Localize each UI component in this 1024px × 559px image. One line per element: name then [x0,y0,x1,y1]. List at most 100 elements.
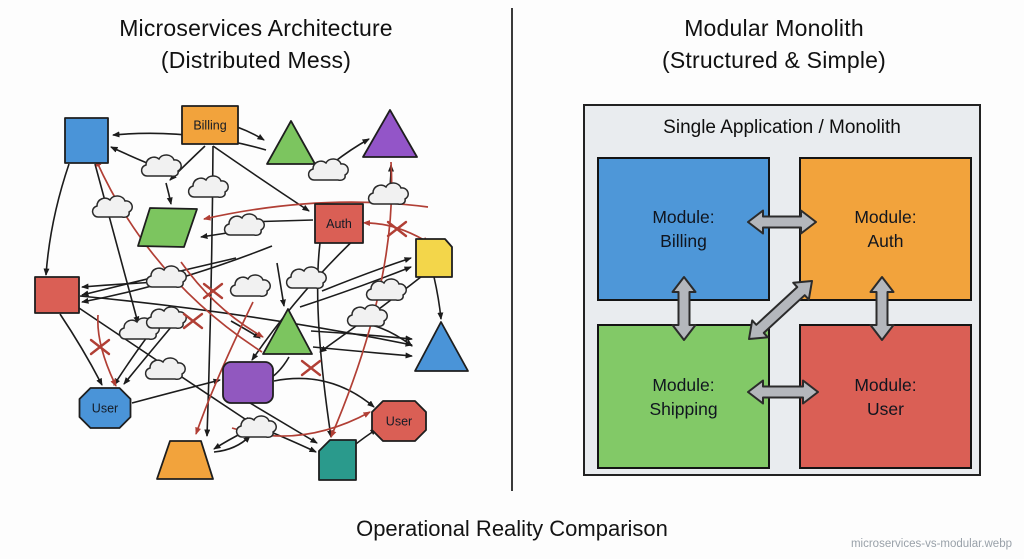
edge-black [169,145,206,181]
edge-black [319,261,441,353]
edge-black [112,131,267,151]
edge-black [270,431,317,453]
edge-black [212,145,310,212]
edge-black [245,218,314,225]
edge-red [180,261,264,338]
mess-failure-marks [89,220,408,377]
module-user-line1: Module: [854,374,917,395]
edge-black [165,182,173,205]
edge-black [213,430,247,450]
user-octagon-blue [78,387,132,429]
edge-black [251,230,364,361]
module-auth-line2: Auth [867,231,904,251]
failure-x-icon [386,220,408,238]
left-title-line2: (Distributed Mess) [160,47,352,73]
cloud-icon [145,265,187,288]
right-panel-title: Modular Monolith (Structured & Simple) [524,12,1024,76]
edge-black [276,262,286,307]
cloud-icon [229,274,271,297]
cloud-icon [223,213,265,236]
edge-black [249,402,318,444]
teal-pentagon [318,439,357,481]
edge-black [213,435,251,453]
edge-black [110,146,148,164]
cloud-icon [367,182,409,205]
auth-box-label: Auth [326,217,352,231]
module-user-line2: User [867,398,904,419]
failure-x-icon [182,312,204,330]
cloud-icon [346,304,388,327]
failure-x-icon [89,338,111,356]
green-triangle-top [266,120,316,165]
cloud-icon [144,357,186,380]
module-shipping: Module:Shipping [597,324,770,469]
edge-black [230,320,261,339]
edge-red [95,159,263,353]
cloud-icon [307,158,349,181]
filename-watermark: microservices-vs-modular.webp [850,538,1012,550]
cloud-icon [91,195,133,218]
edge-black [113,332,151,386]
edge-black [433,276,444,320]
edge-red [362,220,430,244]
module-shipping-line2: Shipping [649,398,718,419]
right-title-line1: Modular Monolith [684,15,864,41]
module-billing-line2: Billing [660,231,707,251]
left-title-line1: Microservices Architecture [119,15,393,41]
green-triangle-bottom [262,308,313,355]
red-square [34,276,80,314]
edge-black [59,313,103,386]
green-parallelogram [137,207,198,248]
edge-red [96,314,117,387]
edge-black [204,145,214,437]
mess-edges [43,126,444,453]
module-billing-line1: Module: [652,207,715,227]
edge-black [370,324,413,347]
user-octagon-red-label: User [386,415,412,429]
billing-box-label: Billing [193,119,226,133]
right-title-line2: (Structured & Simple) [661,47,887,73]
edge-black [273,377,375,408]
billing-box [181,105,239,145]
module-auth-line1: Module: [854,207,917,227]
edge-black [236,126,265,141]
cloud-icon [140,154,182,177]
mess-clouds [91,154,409,438]
edge-black [312,346,413,359]
figure-caption: Operational Reality Comparison [356,516,668,541]
edge-black [310,330,413,342]
edge-black [43,163,70,276]
yellow-note [415,238,453,278]
module-auth: Module: Auth [799,157,972,301]
edge-red [195,301,254,435]
failure-x-icon [300,359,322,377]
edge-black [81,281,159,290]
edge-black [94,163,140,324]
cloud-icon [285,266,327,289]
monolith-label: Single Application / Monolith [663,117,901,138]
edge-black [236,356,290,390]
edge-black [123,325,173,385]
cloud-icon [145,306,187,329]
failure-x-icon [202,282,224,300]
cloud-icon [187,175,229,198]
user-octagon-red [371,400,427,442]
edge-black [78,307,252,424]
cloud-icon [235,415,277,438]
edge-black [332,138,370,164]
edge-black [79,295,413,347]
left-panel-title: Microservices Architecture (Distributed … [0,12,512,76]
purple-triangle [362,109,418,158]
purple-rounded [222,361,274,404]
module-billing: Module: Billing [597,157,770,301]
blue-triangle [414,321,469,372]
edge-red [203,201,429,221]
user-octagon-blue-label: User [92,402,118,416]
module-user: Module: User [799,324,972,469]
edge-black [200,230,241,239]
edge-black [81,245,273,304]
edge-black [81,257,237,297]
edge-black [299,266,412,308]
